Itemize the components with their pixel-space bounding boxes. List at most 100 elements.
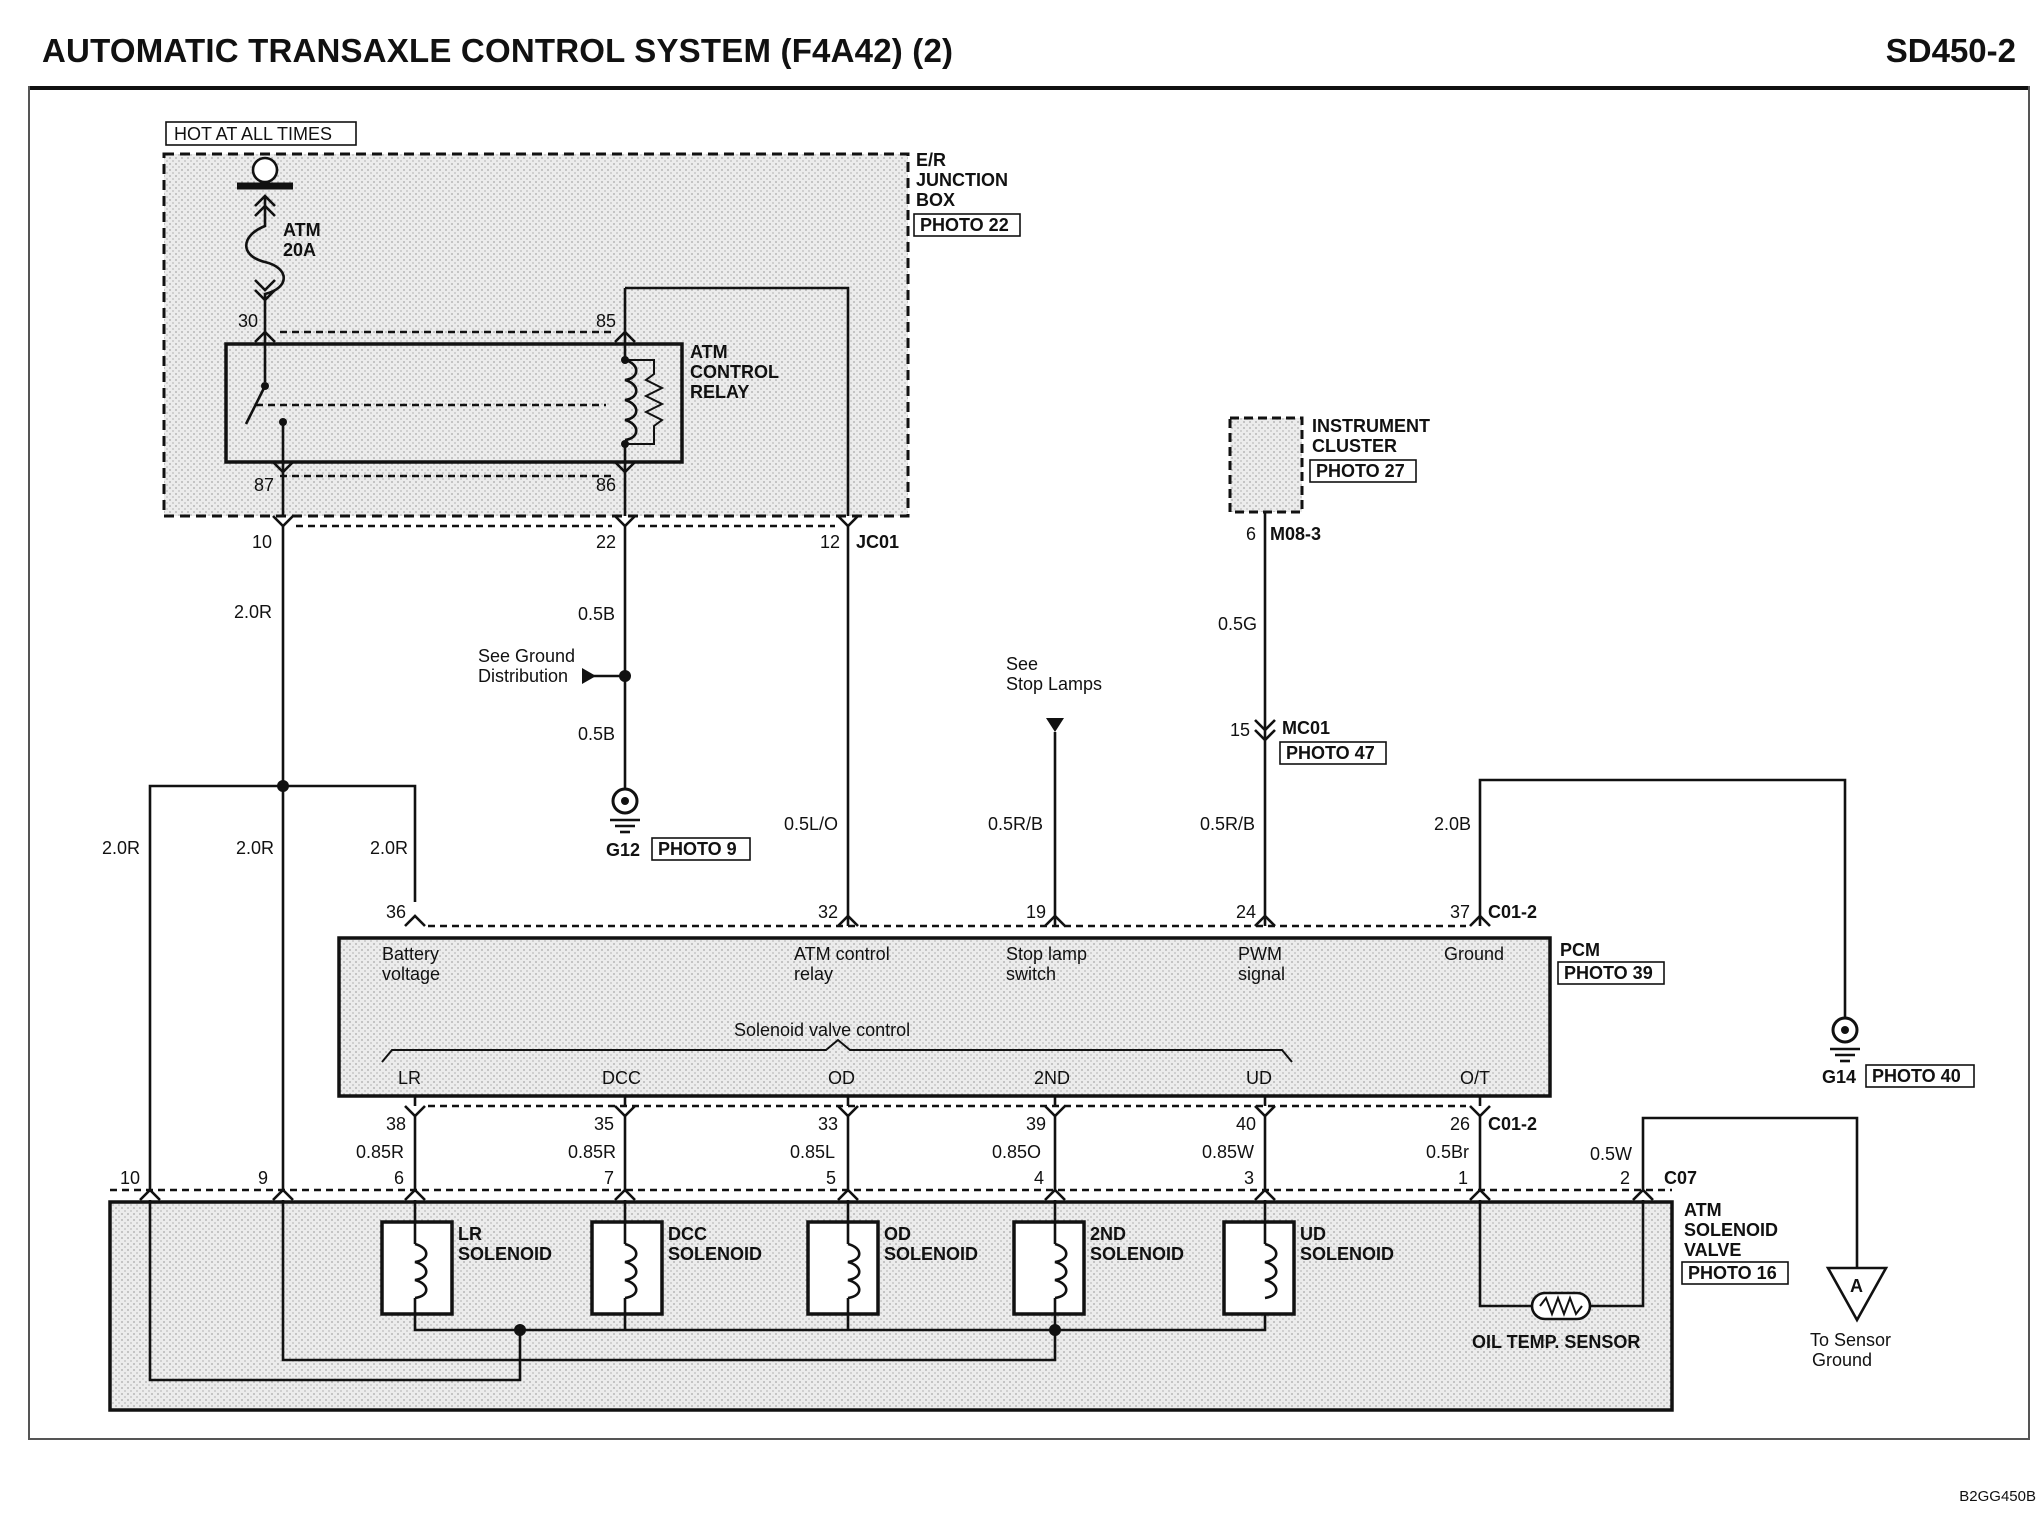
stop-lamps-arrow-icon [1046, 718, 1064, 732]
wire-label-2-0r-left: 2.0R [102, 838, 140, 858]
pcm-label-stop-2: switch [1006, 964, 1056, 984]
pcm-pin-37: 37 [1450, 902, 1470, 922]
fuse-rating: 20A [283, 240, 316, 260]
valve-label-3: VALVE [1684, 1240, 1741, 1260]
solenoid-dcc-name: DCC [668, 1224, 707, 1244]
junction-box: HOT AT ALL TIMES E/R JUNCTION BOX PHOTO … [162, 121, 1021, 518]
instrument-cluster-photo: PHOTO 27 [1316, 461, 1405, 481]
stop-lamps-label-2: Stop Lamps [1006, 674, 1102, 694]
wire-label-0-5rb-a: 0.5R/B [988, 814, 1043, 834]
wire-label-0-5g: 0.5G [1218, 614, 1257, 634]
ground-distribution-label-1: See Ground [478, 646, 575, 666]
mc01-pin: 15 [1230, 720, 1250, 740]
sensor-ground-symbol: A [1850, 1276, 1863, 1296]
solenoid-wires: 0.85R 0.85R 0.85L 0.85O 0.85W 0.5Br 0.5W [356, 1116, 1859, 1268]
wire-label-0-85w: 0.85W [1202, 1142, 1254, 1162]
junction-box-photo: PHOTO 22 [920, 215, 1009, 235]
pcm-label-2nd: 2ND [1034, 1068, 1070, 1088]
valve-pin-2: 2 [1620, 1168, 1630, 1188]
wire-label-2-0r-mid: 2.0R [236, 838, 274, 858]
instrument-connector: M08-3 [1270, 524, 1321, 544]
solenoid-lr-name: LR [458, 1224, 482, 1244]
solenoid-ud-name: UD [1300, 1224, 1326, 1244]
diagram-frame [28, 86, 2030, 1440]
valve-pin-3: 3 [1244, 1168, 1254, 1188]
ground-distribution-label-2: Distribution [478, 666, 568, 686]
valve-pin-7: 7 [604, 1168, 614, 1188]
pcm-connector-bottom: C01-2 [1488, 1114, 1537, 1134]
oil-temp-sensor-label: OIL TEMP. SENSOR [1472, 1332, 1640, 1352]
solenoid-lr-suffix: SOLENOID [458, 1244, 552, 1264]
page-code: SD450-2 [1885, 32, 2016, 69]
valve-pin-1: 1 [1458, 1168, 1468, 1188]
wire-label-0-5b-b: 0.5B [578, 724, 615, 744]
wire-label-2-0r-top: 2.0R [234, 602, 272, 622]
relay-pin-86: 86 [596, 475, 616, 495]
junction-box-label-1: E/R [916, 150, 946, 170]
relay-85-wire [625, 286, 850, 500]
pcm-photo-box [1557, 961, 1665, 985]
pcm-label-relay-2: relay [794, 964, 833, 984]
pcm-pin-33: 33 [818, 1114, 838, 1134]
pcm-label-pwm-2: signal [1238, 964, 1285, 984]
junction-box-label-2: JUNCTION [916, 170, 1008, 190]
pcm-pin-19: 19 [1026, 902, 1046, 922]
pcm-group-bracket [381, 1038, 1293, 1063]
valve-pin-9: 9 [258, 1168, 268, 1188]
wire-label-0-5br: 0.5Br [1426, 1142, 1469, 1162]
pcm-pin-24: 24 [1236, 902, 1256, 922]
solenoid-2nd-coil-icon [1054, 1242, 1068, 1300]
fuse-name: ATM [283, 220, 321, 240]
pcm-pin-39: 39 [1026, 1114, 1046, 1134]
pcm-label-od: OD [828, 1068, 855, 1088]
battery-terminal-icon [251, 156, 279, 184]
pcm-label-ud: UD [1246, 1068, 1272, 1088]
valve-pin-5: 5 [826, 1168, 836, 1188]
pcm-label-ot: O/T [1460, 1068, 1490, 1088]
hot-at-all-times-label: HOT AT ALL TIMES [174, 124, 332, 144]
pcm-label-ground: Ground [1444, 944, 1504, 964]
stop-lamp-wire: See Stop Lamps 0.5R/B [988, 654, 1102, 926]
fuse-icon [245, 196, 285, 304]
instrument-cluster-label-1: INSTRUMENT [1312, 416, 1430, 436]
relay-label-3: RELAY [690, 382, 749, 402]
solenoid-dcc: DCC SOLENOID [590, 1200, 762, 1330]
valve-label-1: ATM [1684, 1200, 1722, 1220]
g14-name: G14 [1822, 1067, 1856, 1087]
solenoid-dcc-suffix: SOLENOID [668, 1244, 762, 1264]
wire-label-0-5lo: 0.5L/O [784, 814, 838, 834]
wire-label-0-85r-b: 0.85R [568, 1142, 616, 1162]
valve-pin-6: 6 [394, 1168, 404, 1188]
sensor-ground-label-1: To Sensor [1810, 1330, 1891, 1350]
solenoid-od-coil-icon [847, 1242, 861, 1300]
wire-label-0-85r-a: 0.85R [356, 1142, 404, 1162]
connector-jc01: 10 22 12 JC01 [252, 500, 899, 552]
pcm-name: PCM [1560, 940, 1600, 960]
pcm-label-relay-1: ATM control [794, 944, 890, 964]
wire-label-0-5b-a: 0.5B [578, 604, 615, 624]
solenoid-2nd: 2ND SOLENOID [1012, 1200, 1184, 1330]
jc01-pin-12: 12 [820, 532, 840, 552]
relay-coil-icon [624, 358, 638, 442]
relay-pin-30: 30 [238, 311, 258, 331]
relay-control-wire: 0.5L/O [784, 526, 850, 926]
sensor-ground: A To Sensor Ground [1810, 1266, 1891, 1370]
g12-photo-box [651, 837, 751, 861]
wire-label-0-5w: 0.5W [1590, 1144, 1632, 1164]
ground-distribution-arrow-icon [582, 668, 596, 684]
instrument-cluster-label-2: CLUSTER [1312, 436, 1397, 456]
g14-photo: PHOTO 40 [1872, 1066, 1961, 1086]
junction-box-photo-box [913, 213, 1021, 237]
oil-temp-sensor: OIL TEMP. SENSOR [1472, 1200, 1645, 1352]
page-title: AUTOMATIC TRANSAXLE CONTROL SYSTEM (F4A4… [42, 32, 954, 69]
pcm-label-battery-2: voltage [382, 964, 440, 984]
pcm-pin-36: 36 [386, 902, 406, 922]
g14-photo-box [1865, 1064, 1975, 1088]
relay-pin-85: 85 [596, 311, 616, 331]
valve-pin-10: 10 [120, 1168, 140, 1188]
solenoid-od: OD SOLENOID [806, 1200, 978, 1330]
pcm-label-stop-1: Stop lamp [1006, 944, 1087, 964]
stop-lamps-label-1: See [1006, 654, 1038, 674]
g12-name: G12 [606, 840, 640, 860]
